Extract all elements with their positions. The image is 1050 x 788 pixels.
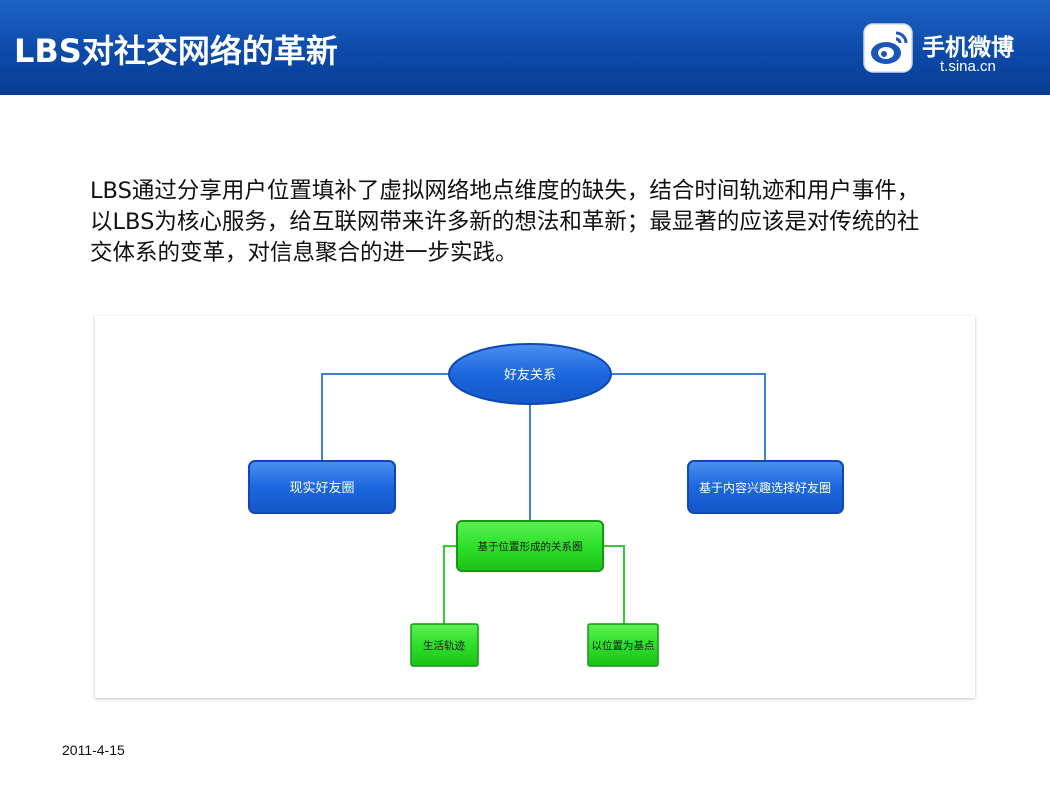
relationship-diagram: 好友关系 现实好友圈 基于内容兴趣选择好友圈 基于位置形成的关系圈 生活轨迹 以… (95, 316, 975, 698)
logo-name: 手机微博 (922, 35, 1014, 61)
header-bar: LBS对社交网络的革新 手机微博 t.sina.cn (0, 0, 1050, 95)
node-left: 现实好友圈 (248, 460, 396, 514)
node-left-label: 现实好友圈 (289, 480, 354, 496)
node-child-right-label: 以位置为基点 (592, 639, 655, 652)
connector-middle-child-right (603, 545, 625, 625)
node-right: 基于内容兴趣选择好友圈 (687, 460, 844, 514)
footer-date: 2011-4-15 (62, 742, 125, 758)
node-root: 好友关系 (448, 343, 612, 405)
logo-url: t.sina.cn (940, 58, 996, 75)
node-child-left: 生活轨迹 (410, 623, 479, 667)
node-root-label: 好友关系 (504, 367, 556, 383)
page-title: LBS对社交网络的革新 (14, 32, 338, 70)
weibo-eye-icon (863, 23, 913, 73)
node-middle-label: 基于位置形成的关系圈 (478, 540, 583, 553)
node-right-label: 基于内容兴趣选择好友圈 (699, 480, 831, 495)
diagram-svg: 好友关系 现实好友圈 基于内容兴趣选择好友圈 基于位置形成的关系圈 生活轨迹 以… (248, 343, 844, 667)
connector-middle-child-left (443, 545, 457, 625)
connector-root-right (610, 373, 766, 462)
body-paragraph: LBS通过分享用户位置填补了虚拟网络地点维度的缺失，结合时间轨迹和用户事件，以L… (90, 178, 920, 266)
node-child-left-label: 生活轨迹 (423, 639, 465, 652)
node-middle: 基于位置形成的关系圈 (456, 520, 604, 572)
node-child-right: 以位置为基点 (587, 623, 659, 667)
weibo-logo: 手机微博 t.sina.cn (862, 20, 1032, 84)
connector-root-left (321, 373, 450, 462)
